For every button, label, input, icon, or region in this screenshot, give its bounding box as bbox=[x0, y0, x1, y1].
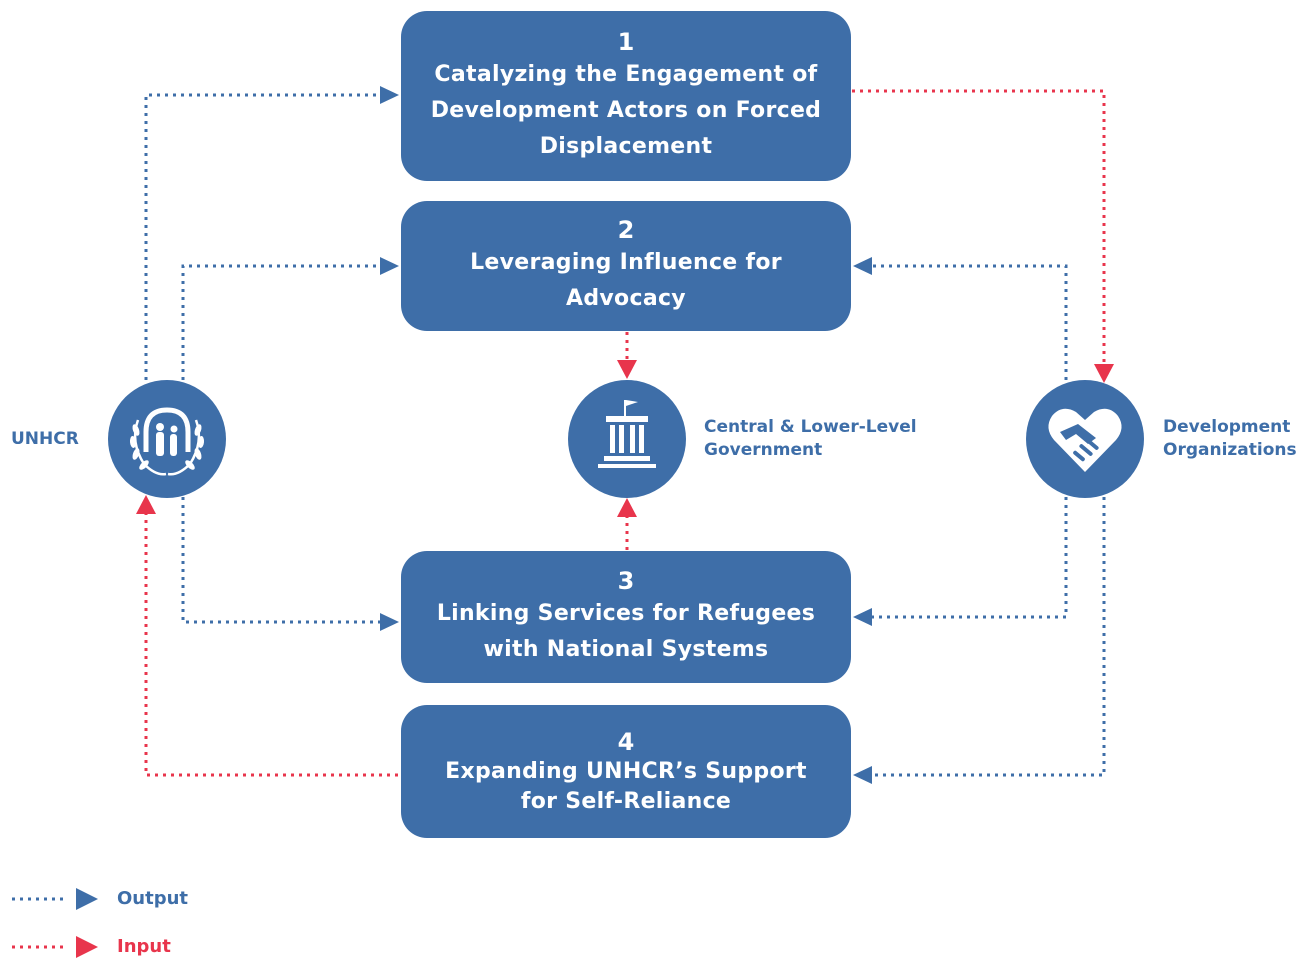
unhcr-to-box3-arrow bbox=[181, 497, 384, 624]
unhcr-to-box2-arrow bbox=[181, 264, 384, 380]
arrowhead-dev-top bbox=[1094, 364, 1114, 383]
dev-to-box3-arrow bbox=[870, 497, 1068, 619]
government-label: Central & Lower-Level Government bbox=[704, 417, 917, 460]
box-2-number: 2 bbox=[617, 216, 635, 244]
legend-input-label: Input bbox=[117, 936, 171, 957]
arrowhead-box3-right bbox=[853, 608, 872, 626]
box-1-number: 1 bbox=[617, 28, 635, 56]
box-2: 2 Leveraging Influence for Advocacy bbox=[401, 201, 851, 331]
development-label: Development Organizations bbox=[1163, 417, 1297, 460]
heart-handshake-icon bbox=[1048, 408, 1122, 472]
box-4: 4 Expanding UNHCR’s Support for Self-Rel… bbox=[401, 705, 851, 838]
legend-output-arrowhead bbox=[76, 888, 98, 910]
box-3-title: Linking Services for Refugees with Natio… bbox=[436, 601, 816, 662]
box-4-title: Expanding UNHCR’s Support for Self-Relia… bbox=[445, 758, 807, 814]
arrowhead-unhcr-bottom bbox=[136, 495, 156, 514]
development-node bbox=[1026, 380, 1144, 498]
arrowhead-box2-left bbox=[380, 257, 399, 275]
box1-to-dev-arrow bbox=[852, 89, 1106, 365]
legend-output-label: Output bbox=[117, 888, 189, 909]
box-1: 1 Catalyzing the Engagement of Developme… bbox=[401, 11, 851, 181]
government-building-icon bbox=[598, 400, 656, 468]
unhcr-emblem-icon bbox=[129, 407, 205, 476]
arrowhead-box3-left bbox=[380, 613, 399, 631]
arrowhead-gov-bottom bbox=[617, 498, 637, 517]
unhcr-label: UNHCR bbox=[11, 429, 79, 449]
box-1-title: Catalyzing the Engagement of Development… bbox=[430, 62, 822, 159]
unhcr-node bbox=[108, 380, 226, 498]
legend-input-arrowhead bbox=[76, 936, 98, 958]
arrowhead-box2-right bbox=[853, 257, 872, 275]
box-4-number: 4 bbox=[617, 727, 635, 756]
government-node bbox=[568, 380, 686, 498]
dev-to-box4-arrow bbox=[870, 497, 1106, 777]
box-2-title: Leveraging Influence for Advocacy bbox=[470, 250, 782, 311]
dev-to-box2-arrow bbox=[870, 264, 1068, 380]
box4-to-unhcr-arrow bbox=[144, 512, 398, 777]
box-3: 3 Linking Services for Refugees with Nat… bbox=[401, 551, 851, 683]
box-3-number: 3 bbox=[617, 567, 635, 595]
arrowhead-box4-right bbox=[853, 766, 872, 784]
arrowhead-gov-top bbox=[617, 360, 637, 379]
arrowhead-box1-left bbox=[380, 86, 399, 104]
